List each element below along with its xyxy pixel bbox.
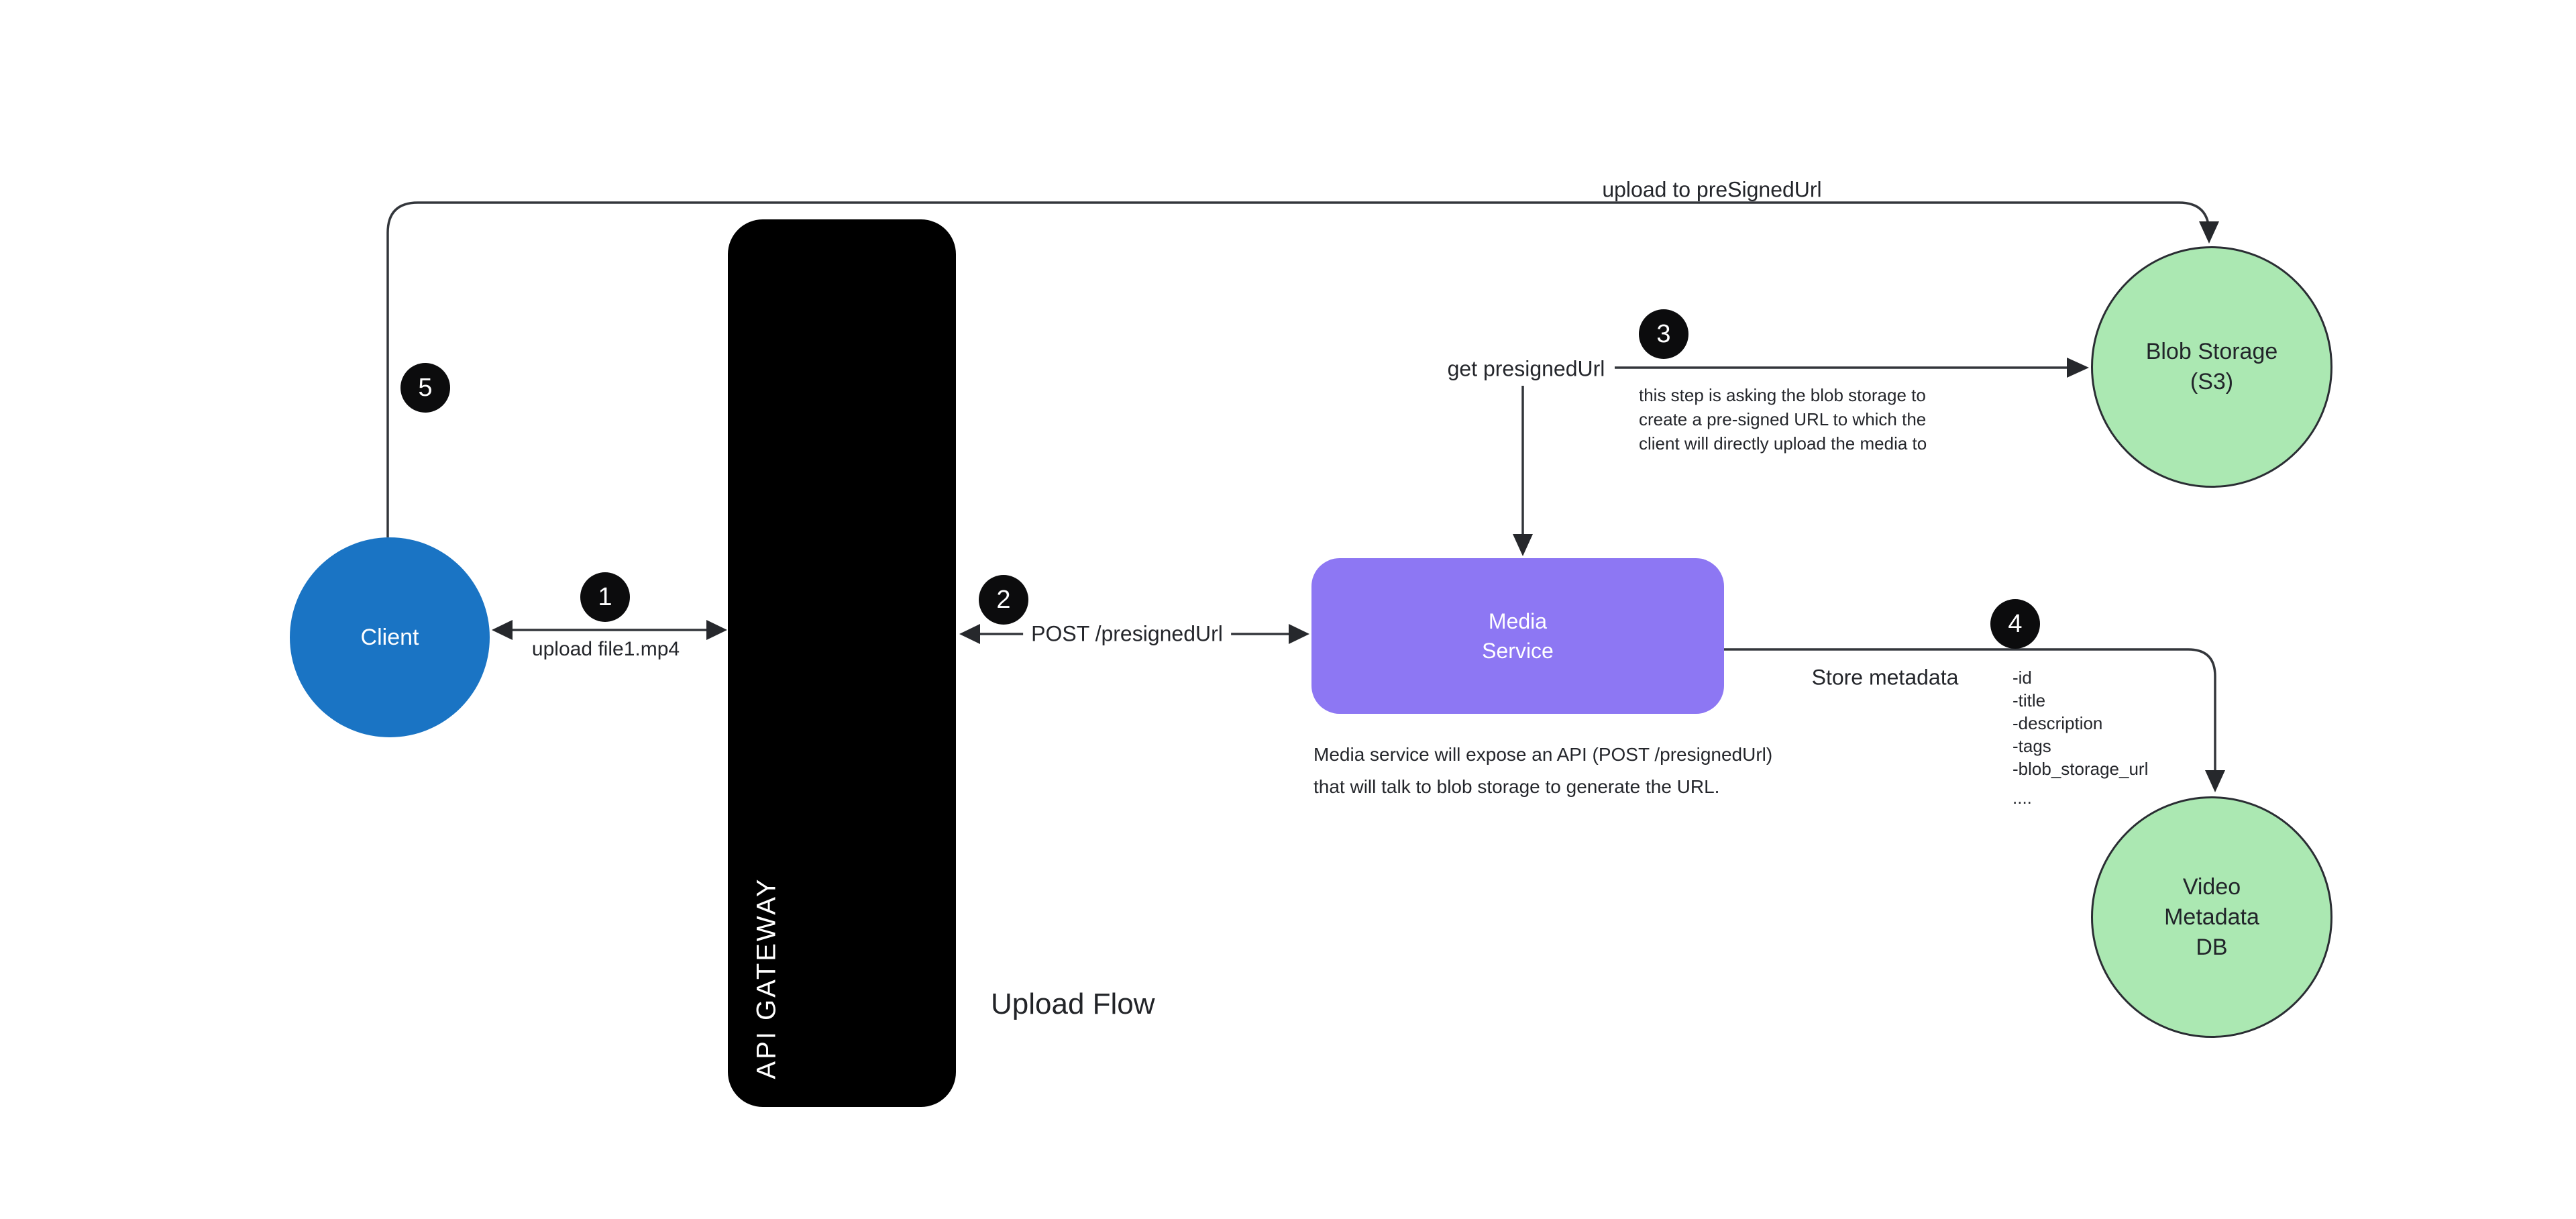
metadata-field-description: -description (2012, 713, 2103, 733)
edge-store-metadata-path (1724, 648, 2225, 792)
edge-get-presignedurl-path (1615, 358, 2089, 378)
video-db-label-line1: Video (2182, 873, 2241, 900)
media-service-node: Media Service (1311, 558, 1724, 714)
metadata-field-id: -id (2012, 668, 2032, 688)
step3-annotation-line3: client will directly upload the media to (1639, 433, 1927, 454)
step-badge-5: 5 (400, 363, 450, 413)
step-3-number: 3 (1656, 319, 1671, 348)
client-node: Client (290, 537, 490, 737)
step3-annotation: this step is asking the blob storage to … (1639, 383, 1927, 456)
media-service-label-line2: Service (1482, 639, 1554, 663)
video-metadata-db-node: Video Metadata DB (2091, 796, 2332, 1038)
step-badge-1: 1 (580, 572, 630, 622)
step-1-number: 1 (598, 582, 612, 611)
post-presignedurl-label: POST /presignedUrl (1023, 621, 1231, 647)
metadata-fields-list: -id -title -description -tags -blob_stor… (2012, 666, 2148, 809)
media-service-label-line1: Media (1488, 609, 1548, 633)
blob-storage-label-line1: Blob Storage (2145, 339, 2278, 364)
media-service-annotation-line2: that will talk to blob storage to genera… (1313, 776, 1720, 797)
upload-to-presignedurl-label: upload to preSignedUrl (1602, 177, 1822, 202)
edge-upload-to-presignedurl-path (386, 201, 2219, 537)
api-gateway-node (728, 219, 956, 1107)
media-service-annotation-line1: Media service will expose an API (POST /… (1313, 744, 1773, 765)
step-badge-2: 2 (979, 575, 1028, 625)
step-5-number: 5 (418, 373, 433, 402)
metadata-field-blob-url: -blob_storage_url (2012, 759, 2149, 779)
blob-storage-label-line2: (S3) (2190, 369, 2234, 394)
step-4-number: 4 (2008, 609, 2023, 638)
media-service-annotation: Media service will expose an API (POST /… (1313, 739, 1772, 803)
video-db-label-line3: DB (2196, 934, 2228, 960)
step-badge-3: 3 (1639, 309, 1688, 359)
upload-file1-label: upload file1.mp4 (531, 638, 680, 660)
blob-storage-node: Blob Storage (S3) (2091, 246, 2332, 488)
client-label: Client (360, 624, 419, 650)
api-gateway-label: API GATEWAY (751, 877, 782, 1079)
store-metadata-label: Store metadata (1811, 665, 1959, 690)
step-2-number: 2 (996, 585, 1011, 614)
step3-annotation-line2: create a pre-signed URL to which the (1639, 409, 1927, 429)
metadata-field-more: .... (2012, 788, 2032, 808)
edge-label-to-media-path (1513, 386, 1533, 556)
metadata-field-title: -title (2012, 690, 2046, 710)
step-badge-4: 4 (1990, 599, 2040, 649)
step3-annotation-line1: this step is asking the blob storage to (1639, 385, 1926, 405)
video-db-label-line2: Metadata (2164, 904, 2259, 930)
get-presignedurl-label: get presignedUrl (1447, 356, 1605, 381)
edge-client-gateway-path (492, 620, 727, 640)
diagram-title: Upload Flow (991, 988, 1155, 1020)
metadata-field-tags: -tags (2012, 736, 2051, 756)
